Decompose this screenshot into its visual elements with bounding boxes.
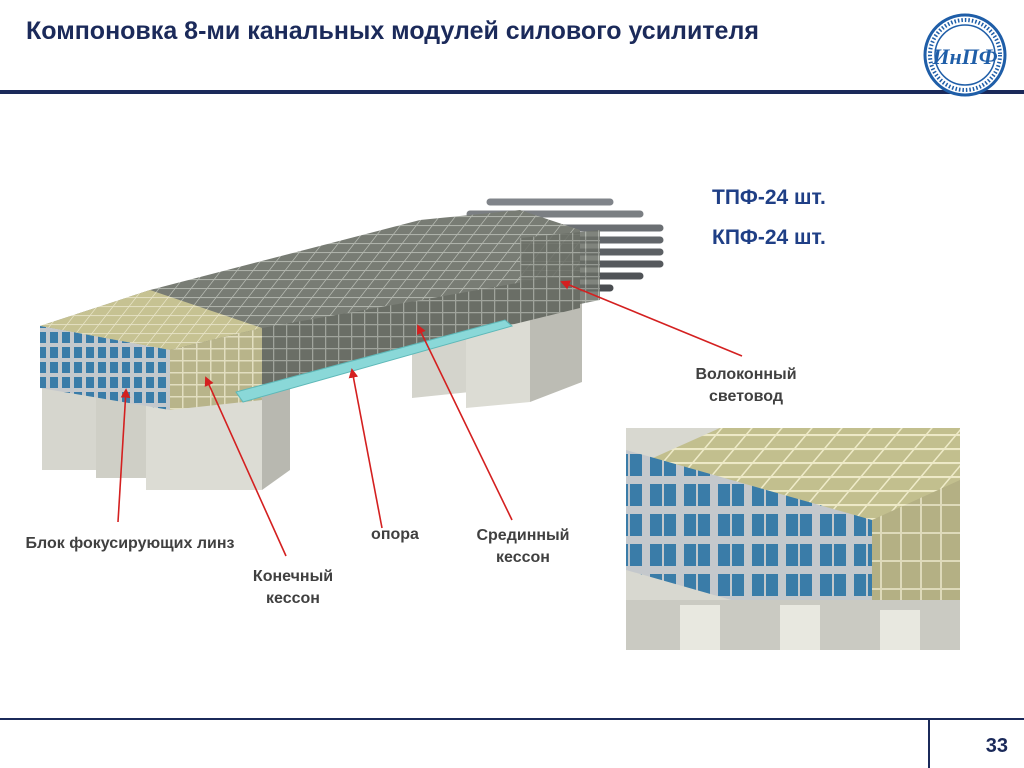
- lens-block-face: [40, 326, 170, 410]
- footer-separator: [928, 718, 930, 768]
- concrete-supports: [42, 296, 582, 490]
- kpf-count: КПФ-24 шт.: [712, 226, 826, 249]
- footer-divider: [0, 718, 1024, 720]
- end-caisson-front: [170, 328, 262, 410]
- logo-text: ИнПФ: [931, 44, 997, 69]
- zoom-inset: [626, 428, 960, 650]
- header-divider: [0, 90, 1024, 94]
- label-fiber: Волоконный световод: [695, 366, 797, 405]
- label-end-caisson: Конечный кессон: [252, 568, 334, 607]
- end-caisson-top: [40, 290, 262, 350]
- support-rail: [235, 319, 514, 403]
- tpf-count: ТПФ-24 шт.: [712, 186, 826, 209]
- label-lens-block: Блок фокусирующих линз: [25, 535, 235, 552]
- callout-pointers: [117, 280, 743, 557]
- label-middle-caisson: Срединный кессон: [476, 527, 570, 566]
- page-number: 33: [985, 735, 1008, 757]
- label-support: опора: [371, 526, 419, 543]
- page-title: Компоновка 8-ми канальных модулей силово…: [26, 17, 759, 45]
- institute-seal-icon: ИнПФ: [923, 13, 1007, 97]
